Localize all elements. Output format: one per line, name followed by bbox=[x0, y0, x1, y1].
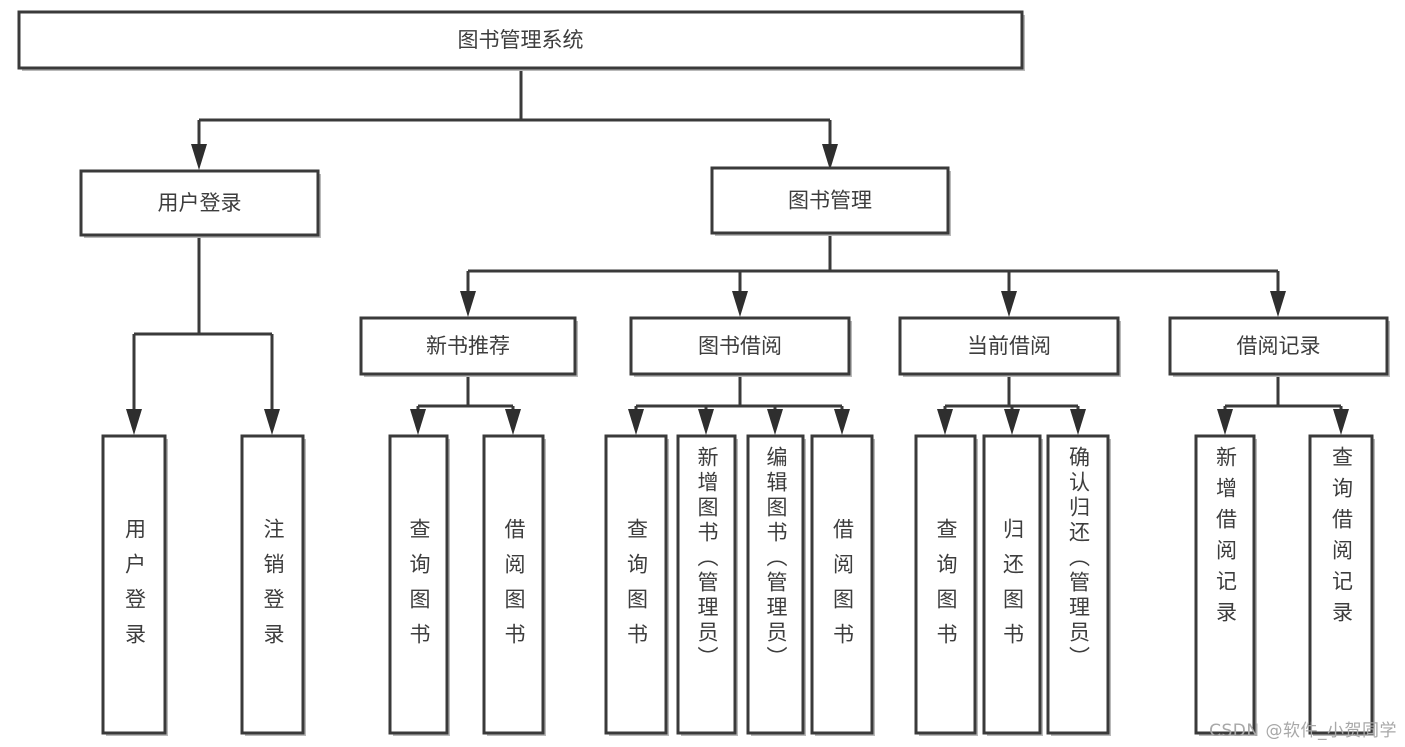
node-借阅记录[interactable]: 借阅记录 bbox=[1168, 316, 1390, 377]
node-用户登录[interactable]: 用户登录 bbox=[79, 169, 321, 238]
node-rect[interactable] bbox=[1168, 316, 1389, 376]
node-图书借阅[interactable]: 图书借阅 bbox=[629, 316, 852, 377]
node-label: 用户登录 bbox=[158, 191, 242, 215]
node-label: 新书推荐 bbox=[426, 334, 510, 358]
arrowhead-icon bbox=[767, 409, 783, 435]
arrowhead-icon bbox=[460, 291, 476, 317]
arrowhead-icon bbox=[505, 409, 521, 435]
arrowhead-icon bbox=[1001, 291, 1017, 317]
arrowhead-icon bbox=[1004, 409, 1020, 435]
connector-group-current-to-leaves bbox=[937, 374, 1086, 435]
node-查询图书[interactable] bbox=[914, 434, 978, 736]
node-查询图书[interactable] bbox=[388, 434, 450, 736]
node-rect[interactable] bbox=[810, 434, 874, 735]
node-rect[interactable] bbox=[710, 166, 950, 235]
connector-group-record-to-leaves bbox=[1217, 374, 1349, 435]
node-注销登录[interactable] bbox=[240, 434, 306, 736]
connector-group-root-to-level1 bbox=[191, 68, 838, 170]
node-label: 图书借阅 bbox=[698, 334, 782, 358]
node-rect[interactable] bbox=[629, 316, 851, 376]
arrowhead-icon bbox=[937, 409, 953, 435]
node-label: 当前借阅 bbox=[967, 334, 1051, 358]
arrowhead-icon bbox=[732, 291, 748, 317]
node-编辑图书管理员[interactable] bbox=[746, 434, 806, 736]
arrowhead-icon bbox=[628, 409, 644, 435]
arrowhead-icon bbox=[1333, 409, 1349, 435]
node-新书推荐[interactable]: 新书推荐 bbox=[359, 316, 578, 377]
arrowhead-icon bbox=[1270, 291, 1286, 317]
node-借阅图书[interactable] bbox=[810, 434, 875, 736]
node-rect[interactable] bbox=[898, 316, 1120, 376]
node-rect[interactable] bbox=[79, 169, 320, 237]
node-确认归还管理员[interactable] bbox=[1046, 434, 1111, 736]
node-label: 图书管理 bbox=[788, 189, 872, 213]
node-rect[interactable] bbox=[746, 434, 805, 735]
node-rect[interactable] bbox=[388, 434, 449, 735]
node-rect[interactable] bbox=[676, 434, 737, 735]
connector-group-bookmgmt-to-level2 bbox=[460, 233, 1286, 317]
connector-group-borrow-to-leaves bbox=[628, 374, 850, 435]
node-新增图书管理员[interactable] bbox=[676, 434, 738, 736]
node-借阅图书[interactable] bbox=[482, 434, 546, 736]
node-rect[interactable] bbox=[240, 434, 305, 735]
node-rect[interactable] bbox=[101, 434, 167, 735]
node-rect[interactable] bbox=[914, 434, 977, 735]
node-label: 借阅记录 bbox=[1237, 334, 1321, 358]
arrowhead-icon bbox=[822, 144, 838, 170]
node-图书管理[interactable]: 图书管理 bbox=[710, 166, 951, 236]
node-用户登录[interactable] bbox=[101, 434, 168, 736]
node-当前借阅[interactable]: 当前借阅 bbox=[898, 316, 1121, 377]
arrowhead-icon bbox=[698, 409, 714, 435]
node-label: 图书管理系统 bbox=[458, 28, 584, 52]
node-rect[interactable] bbox=[482, 434, 545, 735]
arrowhead-icon bbox=[834, 409, 850, 435]
arrowhead-icon bbox=[126, 409, 142, 435]
connector-group-newbook-to-leaves bbox=[410, 374, 521, 435]
node-rect[interactable] bbox=[1308, 434, 1374, 735]
arrowhead-icon bbox=[264, 409, 280, 435]
node-图书管理系统[interactable]: 图书管理系统 bbox=[17, 10, 1025, 71]
arrowhead-icon bbox=[1070, 409, 1086, 435]
node-rect[interactable] bbox=[604, 434, 668, 735]
arrowhead-icon bbox=[191, 144, 207, 170]
node-rect[interactable] bbox=[1046, 434, 1110, 735]
node-rect[interactable] bbox=[1194, 434, 1256, 735]
node-查询图书[interactable] bbox=[604, 434, 669, 736]
node-rect[interactable] bbox=[982, 434, 1042, 735]
connector-layer bbox=[126, 68, 1349, 435]
node-新增借阅记录[interactable] bbox=[1194, 434, 1257, 736]
node-查询借阅记录[interactable] bbox=[1308, 434, 1375, 736]
node-rect[interactable] bbox=[17, 10, 1024, 70]
connector-group-userlogin-to-leaves bbox=[126, 235, 280, 435]
node-rect[interactable] bbox=[359, 316, 577, 376]
arrowhead-icon bbox=[1217, 409, 1233, 435]
node-归还图书[interactable] bbox=[982, 434, 1043, 736]
arrowhead-icon bbox=[410, 409, 426, 435]
